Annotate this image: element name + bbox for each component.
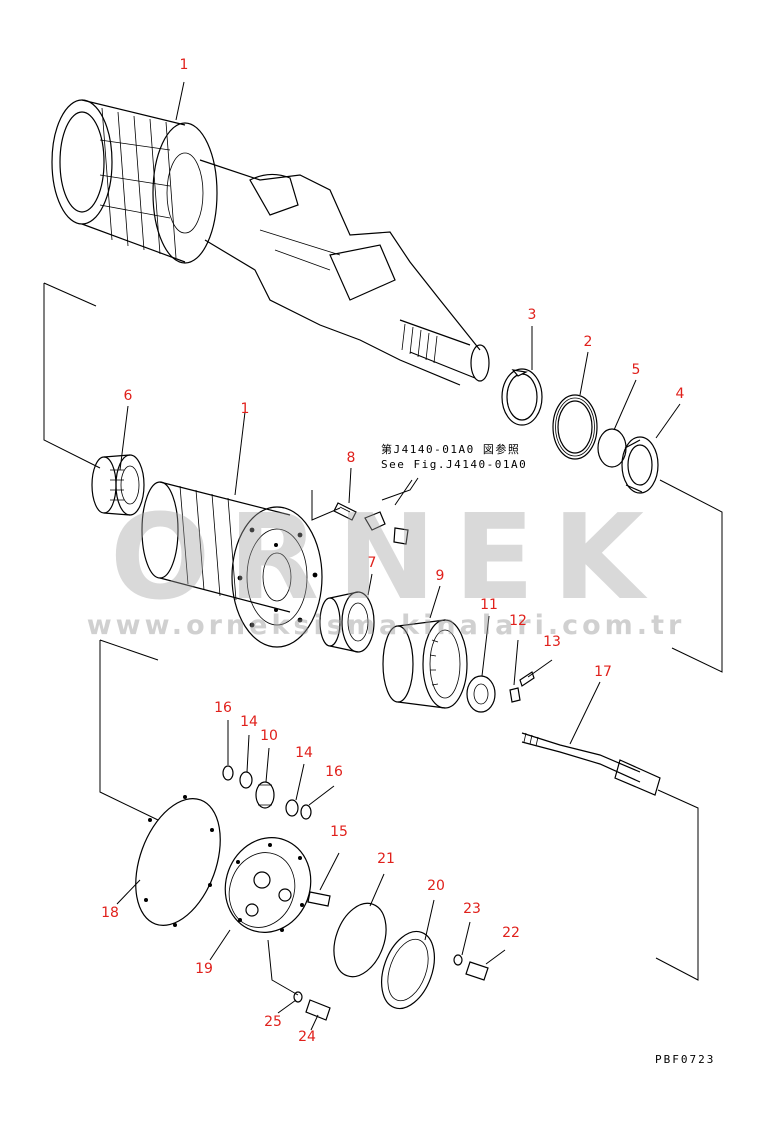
callout-1-upper: 1 [179,57,189,73]
callout-5: 5 [631,362,641,378]
callout-9: 9 [435,568,445,584]
callout-12: 12 [509,613,527,629]
watermark-logo: ORNEK [110,488,662,626]
callout-25: 25 [264,1014,282,1030]
callout-22: 22 [502,925,520,941]
planet-carrier [224,837,312,933]
bolt-washer-22-23 [453,954,489,981]
reference-note-english: See Fig.J4140-01A0 [381,458,528,471]
bearing-race [552,394,598,460]
leader-lines [116,81,681,1031]
callout-10: 10 [260,728,278,744]
bolt-12 [509,671,535,703]
callout-20: 20 [427,878,445,894]
ring-gear [382,619,468,709]
callout-23: 23 [463,901,481,917]
callout-1-lower: 1 [240,401,250,417]
drawing-code: PBF0723 [655,1053,716,1066]
reference-note-japanese: 第J4140-01A0 図参照 [381,443,521,456]
callout-3: 3 [527,307,537,323]
bolt-washer-24-25 [293,991,331,1021]
callout-16-left: 16 [214,700,232,716]
callout-21: 21 [377,851,395,867]
callout-11: 11 [480,597,498,613]
axle-housing-upper [51,99,490,386]
watermark-url: www.orneksismakinalari.com.tr [86,610,686,641]
axle-shaft [521,732,661,796]
snap-ring [501,368,543,426]
callout-18: 18 [101,905,119,921]
oil-seal [621,436,659,494]
bearing-7 [319,591,375,653]
gasket-21 [333,902,387,978]
callout-8: 8 [346,450,356,466]
callout-24: 24 [298,1029,316,1045]
callout-19: 19 [195,961,213,977]
callout-13: 13 [543,634,561,650]
planet-gear-set [222,765,312,820]
callout-4: 4 [675,386,685,402]
wheel-hub-lower [141,481,323,648]
callout-15: 15 [330,824,348,840]
callout-14-left: 14 [240,714,258,730]
callout-17: 17 [594,664,612,680]
gasket-18 [135,795,221,927]
cover-20 [381,930,435,1010]
callout-16-right: 16 [325,764,343,780]
bolt-8 [333,502,409,545]
callout-2: 2 [583,334,593,350]
lock-nut [466,675,496,713]
assembly-brackets [43,282,723,996]
callout-6: 6 [123,388,133,404]
pin-15 [307,891,331,907]
callout-14-right: 14 [295,745,313,761]
callout-7: 7 [367,555,377,571]
bearing-6 [91,454,145,516]
